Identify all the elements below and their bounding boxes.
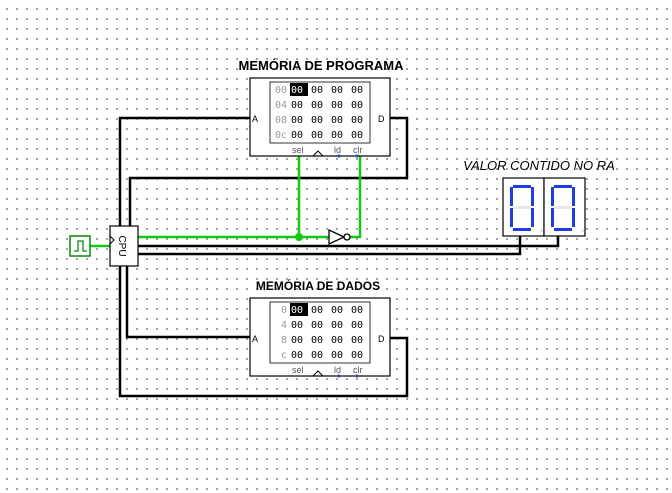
- dm-pin-a: A: [252, 334, 258, 344]
- segment-g: [513, 206, 531, 209]
- dm-cell-3-2[interactable]: 00: [331, 350, 343, 361]
- dm-addr-3: c: [281, 350, 287, 361]
- segment-d: [554, 228, 572, 231]
- dm-cell-0-1[interactable]: 00: [311, 305, 323, 316]
- segment-a: [554, 185, 572, 188]
- dm-pin-ld: ld: [334, 365, 341, 375]
- segment-dp: [581, 229, 584, 232]
- wire-not-clr: [350, 156, 362, 239]
- wire-dm-address: [125, 266, 250, 339]
- dm-cell-3-3[interactable]: 00: [351, 350, 363, 361]
- wire-cpu-display-2: [138, 236, 522, 256]
- segment-c: [572, 208, 575, 227]
- cpu-block[interactable]: CPU: [109, 225, 139, 267]
- pm-addr-0: 00: [275, 85, 287, 96]
- hex-display[interactable]: [502, 177, 586, 237]
- wire-dm-data: [118, 266, 409, 398]
- dm-addr-1: 4: [281, 320, 287, 331]
- dm-selected-cell-highlight: [290, 303, 308, 316]
- pm-cell-3-2[interactable]: 00: [331, 130, 343, 141]
- pm-cell-3-3[interactable]: 00: [351, 130, 363, 141]
- segment-g: [554, 206, 572, 209]
- program-memory-grid: [269, 81, 371, 144]
- dm-cell-2-3[interactable]: 00: [351, 335, 363, 346]
- dm-pin-d: D: [378, 334, 385, 344]
- display-title: VALOR CONTIDO NO RA: [463, 158, 615, 173]
- dm-pin-clr: clr: [353, 365, 363, 375]
- segment-dp: [540, 229, 543, 232]
- dm-cell-1-2[interactable]: 00: [331, 320, 343, 331]
- segment-f: [510, 187, 513, 206]
- pm-pin-sel: sel: [292, 145, 304, 155]
- pm-pin-clr: clr: [353, 145, 363, 155]
- program-memory-rows: 00 00 00 00 00 04 00 00 00 00 08 00 00 00 00 0c 00 00 00 00: [275, 83, 363, 141]
- dm-cell-0-0[interactable]: 00: [291, 305, 303, 316]
- pm-cell-2-1[interactable]: 00: [311, 115, 323, 126]
- segment-f: [551, 187, 554, 206]
- program-memory-title: MEMÓRIA DE PROGRAMA: [239, 58, 405, 73]
- segment-c: [531, 208, 534, 227]
- hex-digit-1: [510, 185, 543, 232]
- dm-cell-2-0[interactable]: 00: [291, 335, 303, 346]
- dm-cell-3-0[interactable]: 00: [291, 350, 303, 361]
- pm-cell-2-0[interactable]: 00: [291, 115, 303, 126]
- dm-addr-2: 8: [281, 335, 287, 346]
- segment-d: [513, 228, 531, 231]
- pm-pin-d: D: [378, 114, 385, 124]
- cpu-label: CPU: [116, 235, 127, 256]
- dm-cell-1-1[interactable]: 00: [311, 320, 323, 331]
- segment-e: [551, 208, 554, 227]
- dm-cell-0-3[interactable]: 00: [351, 305, 363, 316]
- pm-addr-2: 08: [275, 115, 287, 126]
- pm-cell-0-2[interactable]: 00: [331, 85, 343, 96]
- pm-cell-3-1[interactable]: 00: [311, 130, 323, 141]
- pm-pin-a: A: [252, 114, 258, 124]
- segment-b: [572, 187, 575, 206]
- not-gate-icon[interactable]: [328, 228, 351, 246]
- dm-cell-2-2[interactable]: 00: [331, 335, 343, 346]
- dm-addr-0: 0: [281, 305, 287, 316]
- pm-cell-0-0[interactable]: 00: [291, 85, 303, 96]
- wire-junction: [295, 233, 303, 241]
- clock-source-icon[interactable]: [69, 235, 91, 257]
- pm-addr-3: 0c: [275, 130, 287, 141]
- pm-cell-1-3[interactable]: 00: [351, 100, 363, 111]
- dm-pin-sel: sel: [292, 365, 304, 375]
- pm-cell-2-2[interactable]: 00: [331, 115, 343, 126]
- segment-e: [510, 208, 513, 227]
- dm-cell-2-1[interactable]: 00: [311, 335, 323, 346]
- pm-cell-1-0[interactable]: 00: [291, 100, 303, 111]
- pm-cell-0-1[interactable]: 00: [311, 85, 323, 96]
- wire-pm-data: [128, 116, 409, 226]
- pm-selected-cell-highlight: [290, 83, 308, 96]
- dm-cell-1-3[interactable]: 00: [351, 320, 363, 331]
- pm-cell-2-3[interactable]: 00: [351, 115, 363, 126]
- pm-addr-1: 04: [275, 100, 287, 111]
- dm-cell-0-2[interactable]: 00: [331, 305, 343, 316]
- dm-cell-1-0[interactable]: 00: [291, 320, 303, 331]
- hex-digit-2: [551, 185, 584, 232]
- dm-cell-3-1[interactable]: 00: [311, 350, 323, 361]
- pm-pin-ld: ld: [334, 145, 341, 155]
- wire-cpu-display-1: [138, 236, 560, 248]
- pm-cell-1-2[interactable]: 00: [331, 100, 343, 111]
- segment-b: [531, 187, 534, 206]
- pm-cell-3-0[interactable]: 00: [291, 130, 303, 141]
- data-memory-grid: [269, 301, 371, 364]
- data-memory-title: MEMÓRIA DE DADOS: [256, 278, 380, 293]
- pm-cell-0-3[interactable]: 00: [351, 85, 363, 96]
- wires-black: [110, 116, 560, 398]
- pm-cell-1-1[interactable]: 00: [311, 100, 323, 111]
- segment-a: [513, 185, 531, 188]
